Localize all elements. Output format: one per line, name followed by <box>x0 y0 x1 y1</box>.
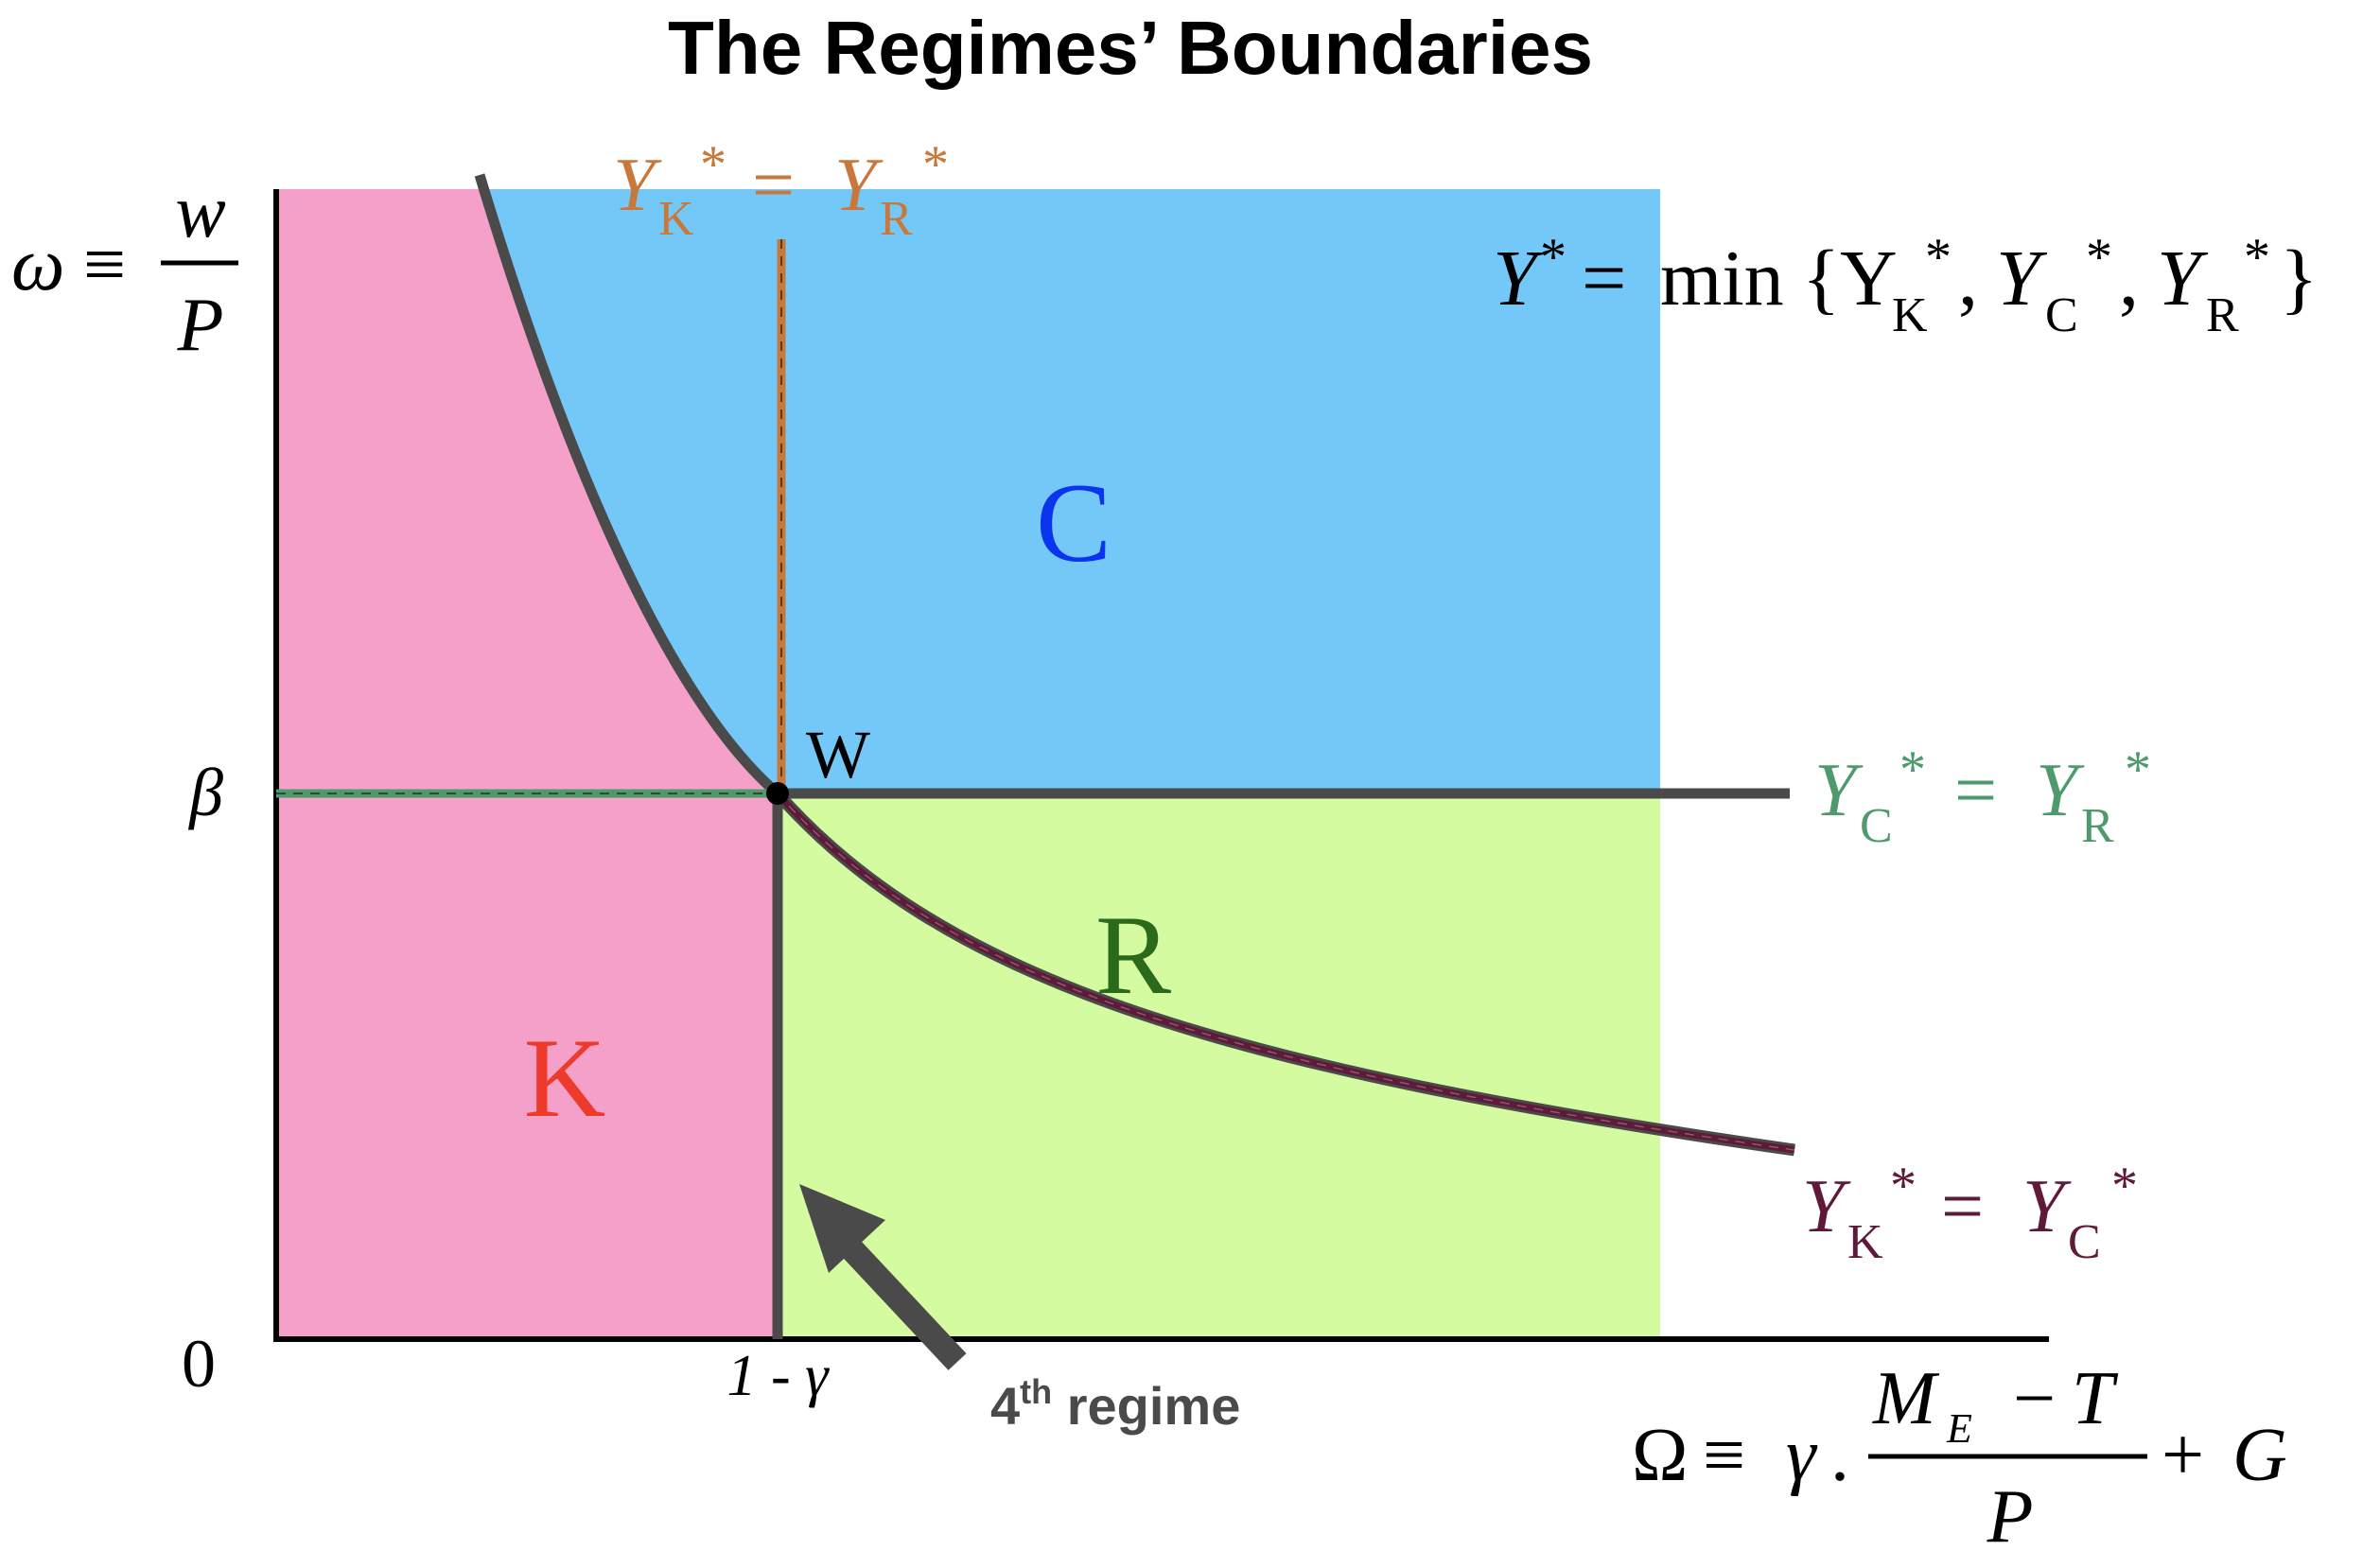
point-w-label: W <box>806 717 870 793</box>
min-formula: Y * = min { Y K * , Y C * , Y R * } <box>1493 228 2318 342</box>
svg-text:ω: ω <box>11 223 64 306</box>
svg-text:Y: Y <box>1996 235 2048 322</box>
svg-text:*: * <box>2244 228 2270 287</box>
svg-text:γ: γ <box>1786 1414 1818 1497</box>
svg-text:=: = <box>752 144 795 227</box>
region-k-label: K <box>524 1015 606 1141</box>
point-w-marker <box>766 782 789 805</box>
svg-text:*: * <box>922 135 949 194</box>
svg-text:≡: ≡ <box>1703 1414 1745 1497</box>
svg-text:,: , <box>2119 235 2139 322</box>
label-yc-eq-yr: Y C * = Y R * <box>1814 740 2151 853</box>
svg-text:Y: Y <box>1814 749 1864 832</box>
svg-text:P: P <box>1987 1475 2034 1559</box>
diagram-title: The Regimes’ Boundaries <box>668 6 1593 90</box>
svg-text:+: + <box>2162 1414 2204 1497</box>
svg-text:P: P <box>177 284 224 367</box>
svg-text:C: C <box>1860 799 1893 853</box>
svg-text:=: = <box>1954 749 1997 832</box>
svg-text:,: , <box>1958 235 1978 322</box>
tick-one-minus-gamma: 1 - γ <box>726 1344 830 1408</box>
curve-kc-lower-dashes <box>777 793 1795 1151</box>
svg-text:Y: Y <box>2022 1165 2072 1248</box>
svg-text:≡: ≡ <box>83 223 126 306</box>
tick-beta: β <box>187 755 223 830</box>
svg-text:−: − <box>2013 1357 2056 1440</box>
y-axis-label: ω ≡ w P <box>11 170 238 367</box>
svg-text:=: = <box>1941 1165 1984 1248</box>
svg-text:Y: Y <box>834 144 884 227</box>
svg-text:Y: Y <box>2157 235 2209 322</box>
svg-text:K: K <box>1892 288 1928 342</box>
svg-text:Y: Y <box>1802 1165 1851 1248</box>
svg-text:*: * <box>2086 228 2112 287</box>
svg-text:{: { <box>1802 235 1840 322</box>
svg-text:Ω: Ω <box>1632 1414 1688 1497</box>
svg-text:*: * <box>2125 740 2151 799</box>
svg-text:Y: Y <box>1493 235 1545 322</box>
svg-text:Y: Y <box>1840 235 1898 322</box>
curve-kc-upper <box>474 173 781 798</box>
svg-text:K: K <box>1847 1215 1883 1269</box>
svg-text:*: * <box>1925 228 1952 287</box>
fourth-regime-arrow <box>799 1184 967 1370</box>
region-r-label: R <box>1095 892 1171 1018</box>
svg-text:min: min <box>1660 235 1784 322</box>
svg-text:Y: Y <box>613 144 662 227</box>
svg-text:*: * <box>1540 228 1567 287</box>
svg-text:}: } <box>2280 235 2318 322</box>
svg-text:C: C <box>2068 1215 2101 1269</box>
svg-text:*: * <box>1899 740 1926 799</box>
svg-text:K: K <box>658 192 694 246</box>
svg-text:=: = <box>1582 235 1626 322</box>
svg-text:M: M <box>1872 1357 1940 1440</box>
svg-text:R: R <box>2206 288 2239 342</box>
svg-text:R: R <box>2081 799 2114 853</box>
svg-text:E: E <box>1946 1405 1972 1452</box>
svg-text:G: G <box>2232 1414 2287 1497</box>
label-yk-eq-yc: Y K * = Y C * <box>1802 1157 2138 1269</box>
svg-text:R: R <box>880 192 913 246</box>
svg-text:Y: Y <box>2036 749 2085 832</box>
region-k-upper-fill <box>276 189 778 793</box>
region-c-label: C <box>1036 460 1111 585</box>
x-axis-label: Ω ≡ γ . M E − T P + G <box>1632 1357 2287 1559</box>
svg-text:*: * <box>2111 1157 2138 1215</box>
tick-zero: 0 <box>182 1326 216 1402</box>
svg-text:T: T <box>2072 1357 2119 1440</box>
svg-text:.: . <box>1830 1414 1849 1497</box>
region-r-fill <box>778 793 1660 1339</box>
label-yk-eq-yr: Y K * = Y R * <box>613 135 949 246</box>
svg-text:*: * <box>1890 1157 1917 1215</box>
fourth-regime-label: 4th regime <box>990 1372 1240 1436</box>
svg-text:w: w <box>175 170 225 253</box>
svg-text:*: * <box>700 135 726 194</box>
svg-text:C: C <box>2045 288 2078 342</box>
